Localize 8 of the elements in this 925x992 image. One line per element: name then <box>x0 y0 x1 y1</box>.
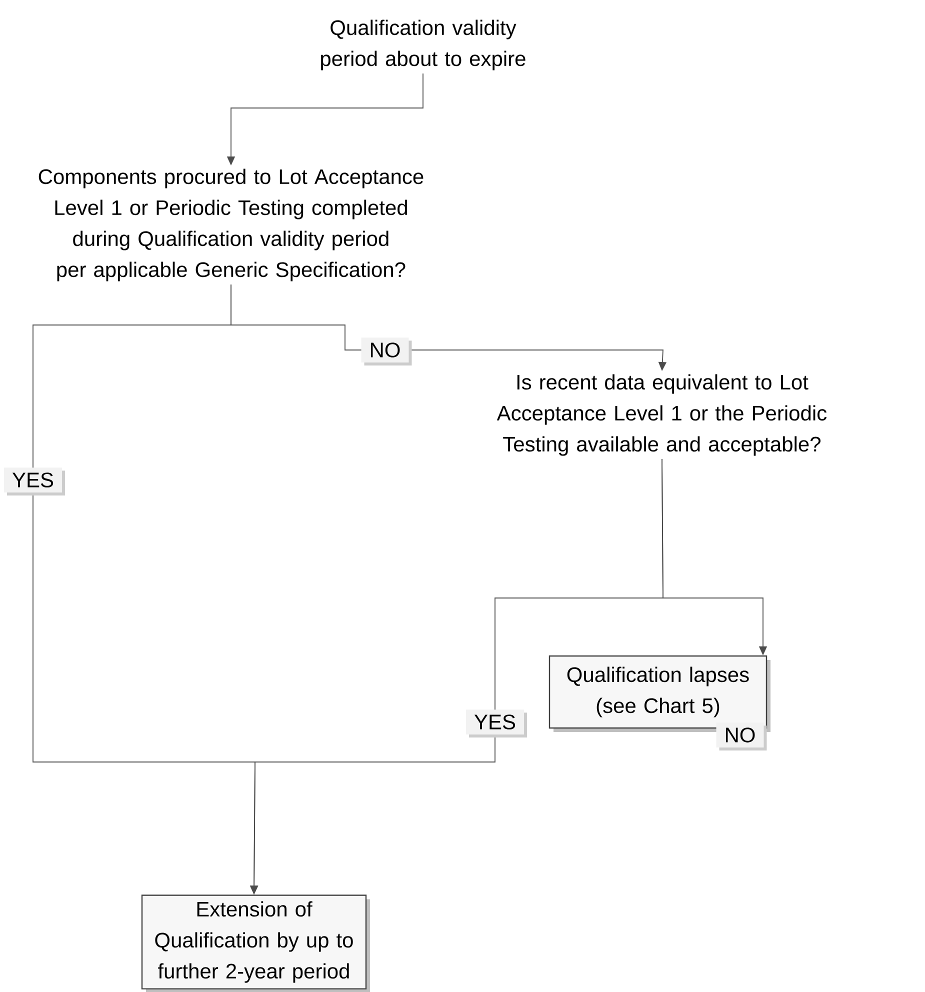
question-text: Is recent data equivalent to Lot Acceptance Level 1 or the Periodic Testing available and acceptable? <box>496 374 827 456</box>
edge-label: YES <box>4 468 65 496</box>
question-text: Components procured to Lot Acceptance Level 1 or Periodic Testing completed during Qualification validity period per applicable Generic Specification? <box>38 168 424 282</box>
start-text: Qualification validity period about to expire <box>321 20 526 70</box>
edge-label: NO <box>361 338 412 366</box>
edge-label: NO <box>716 722 767 750</box>
process-box: Extension of Qualification by up to further 2-year period <box>141 894 370 992</box>
edge-label: YES <box>466 710 527 738</box>
